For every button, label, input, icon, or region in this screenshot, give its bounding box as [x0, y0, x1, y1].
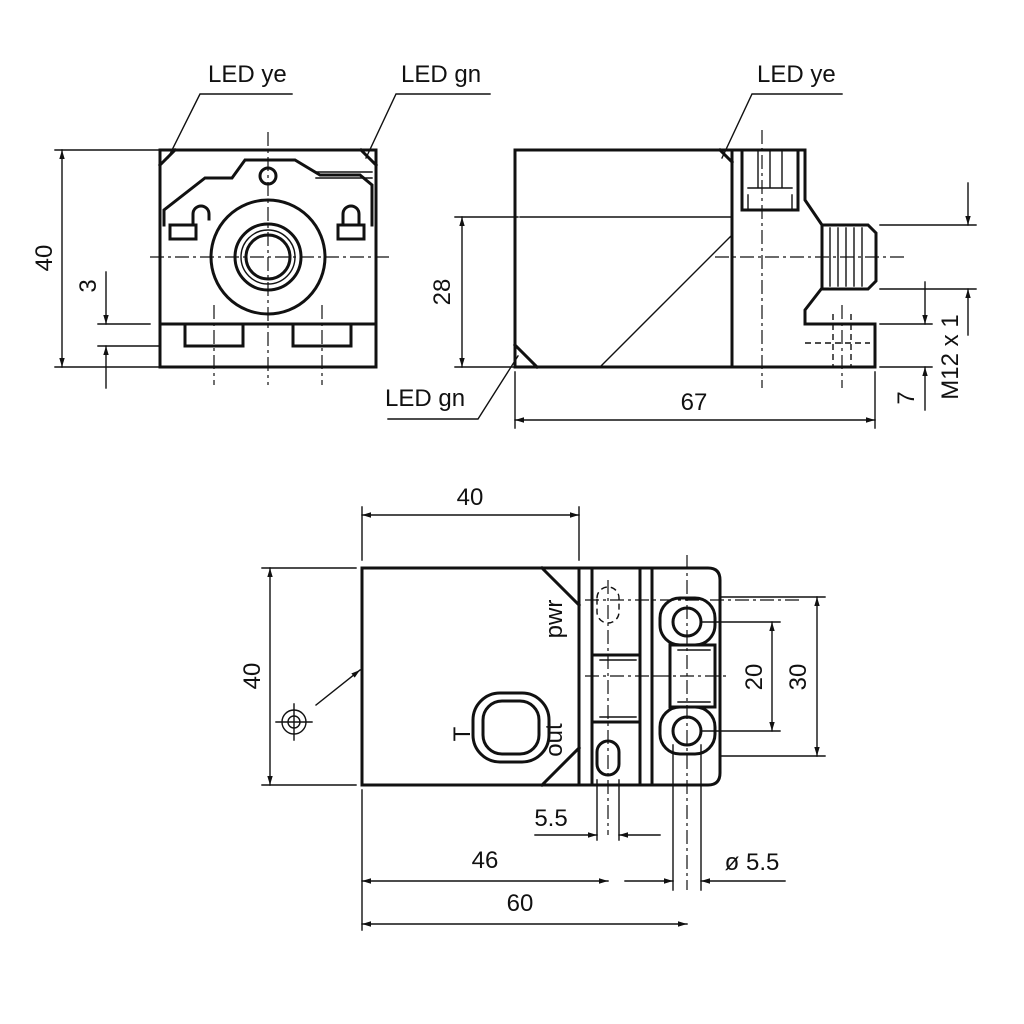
top-pwr-label: pwr	[541, 600, 568, 639]
top-height-label: 40	[239, 663, 266, 690]
front-centerlines	[150, 132, 390, 385]
side-led-ye-label: LED ye	[757, 61, 836, 88]
top-head-outline	[577, 566, 722, 787]
top-centerlines-vertical	[607, 555, 688, 890]
side-view: 28 67 M12 x 1 7 LED ye LED gn	[385, 61, 977, 429]
side-led-ye-chamfer	[717, 147, 735, 165]
top-head-band-lines	[599, 659, 637, 718]
target-symbol-leader	[315, 669, 361, 706]
front-view: 40 3 LED ye LED gn	[31, 61, 491, 389]
side-diagonal	[599, 234, 733, 368]
top-hole-diameter-extension	[672, 744, 702, 891]
side-length-label: 67	[681, 389, 708, 416]
top-flange-label: 30	[785, 664, 812, 691]
top-chamfer-line	[539, 565, 582, 608]
side-led-ye-leader	[721, 93, 843, 159]
front-height-label: 40	[31, 245, 58, 272]
unlock-icon	[168, 204, 211, 241]
top-face-width-label: 40	[457, 484, 484, 511]
top-view: T pwr out 40 40 20 30 5.5	[239, 484, 826, 931]
front-led-gn-leader	[365, 93, 491, 159]
front-led-gn-window	[315, 171, 373, 179]
front-slot-label: 3	[75, 279, 102, 292]
side-face-outline	[513, 148, 734, 369]
side-thread-extension	[879, 224, 977, 290]
side-thread-label: M12 x 1	[937, 314, 964, 399]
front-led-gn-label: LED gn	[401, 61, 481, 88]
side-led-gn-chamfer	[512, 342, 540, 370]
top-hole-spacing-extension	[702, 621, 781, 732]
top-slot-label: 5.5	[534, 805, 567, 832]
side-head-outline	[730, 148, 877, 369]
side-hidden-hole	[832, 314, 852, 367]
top-flange-extension	[721, 596, 826, 757]
front-height-extension	[54, 149, 159, 368]
top-hole-diameter-label: ø 5.5	[725, 849, 780, 876]
side-face-label: 28	[429, 279, 456, 306]
top-hole-distance-label: 46	[472, 847, 499, 874]
top-slot-extension	[596, 779, 620, 841]
side-head-ribs	[747, 149, 793, 211]
top-head-bands	[590, 653, 642, 724]
side-centerlines	[715, 130, 905, 388]
top-height-extension	[261, 567, 357, 786]
top-connector-lines	[677, 649, 711, 703]
front-led-ye-leader	[167, 93, 293, 159]
top-out-slot	[595, 739, 621, 777]
side-face-extension	[454, 216, 519, 368]
top-face-outline	[360, 566, 581, 787]
side-foot-extension	[879, 323, 933, 368]
top-hole-spacing-label: 20	[741, 664, 768, 691]
lock-icon	[336, 204, 366, 241]
top-out-label: out	[541, 723, 568, 757]
top-pwr-slot	[596, 586, 620, 624]
front-head-profile	[162, 158, 374, 227]
top-target-mark-inner	[481, 699, 541, 756]
side-led-gn-label: LED gn	[385, 385, 465, 412]
side-led-gn-leader	[387, 355, 519, 420]
top-chamfer-line-bottom	[539, 745, 582, 788]
top-target-mark-outer	[471, 691, 551, 764]
front-led-ye-label: LED ye	[208, 61, 287, 88]
top-t-label: T	[449, 726, 476, 741]
target-symbol-icon	[275, 703, 313, 741]
top-total-length-label: 60	[507, 890, 534, 917]
top-centerlines-horizontal	[585, 599, 800, 677]
side-foot-label: 7	[893, 391, 920, 404]
front-led-gn-chamfer	[358, 147, 379, 168]
front-slot-extension	[97, 323, 159, 347]
